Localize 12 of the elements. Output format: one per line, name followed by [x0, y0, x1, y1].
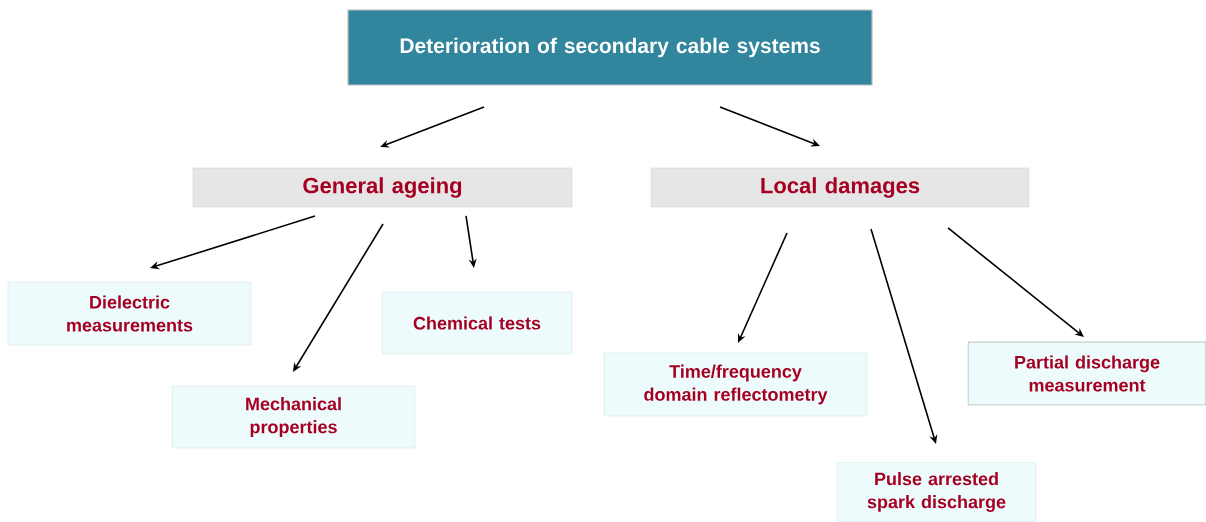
arrow — [719, 106, 820, 147]
arrow — [947, 227, 1084, 337]
method-box: Partial discharge measurement — [967, 341, 1206, 406]
method-box: Chemical tests — [381, 291, 573, 355]
category-band: Local damages — [650, 167, 1030, 208]
category-band: General ageing — [192, 167, 573, 208]
title-box: Deterioration of secondary cable systems — [347, 9, 873, 86]
method-box: Mechanical properties — [171, 385, 416, 449]
method-box: Pulse arrested spark discharge — [836, 461, 1037, 522]
method-box: Time/frequency domain reflectometry — [603, 352, 868, 417]
method-box: Dielectric measurements — [7, 281, 252, 346]
arrow — [293, 223, 384, 372]
